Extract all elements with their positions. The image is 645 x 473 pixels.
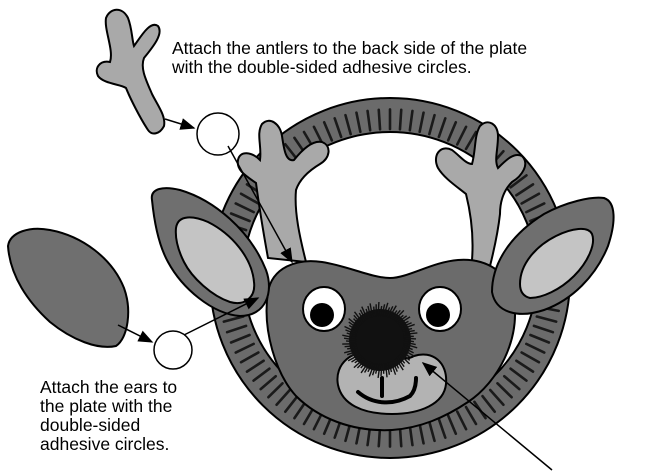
adhesive-circle-antler [197,113,239,155]
pompom-fiber [346,341,356,342]
pompom-fiber [381,364,382,376]
ears-instruction: Attach the ears to the plate with the do… [40,378,230,454]
loose-antler [97,10,165,134]
antlers-instruction: Attach the antlers to the back side of t… [172,39,642,77]
pompom-fiber [378,302,379,316]
adhesive-circle-ear [154,331,192,369]
plate-ridge [400,110,401,130]
arrow-antler-to-circle [165,119,194,128]
right-ear [492,198,614,314]
pompom-fiber [404,338,416,339]
plate-ridge [379,110,380,130]
right-eye [419,287,461,331]
loose-ear [8,229,128,347]
pompom-fiber [374,307,375,317]
left-eye [303,287,345,331]
